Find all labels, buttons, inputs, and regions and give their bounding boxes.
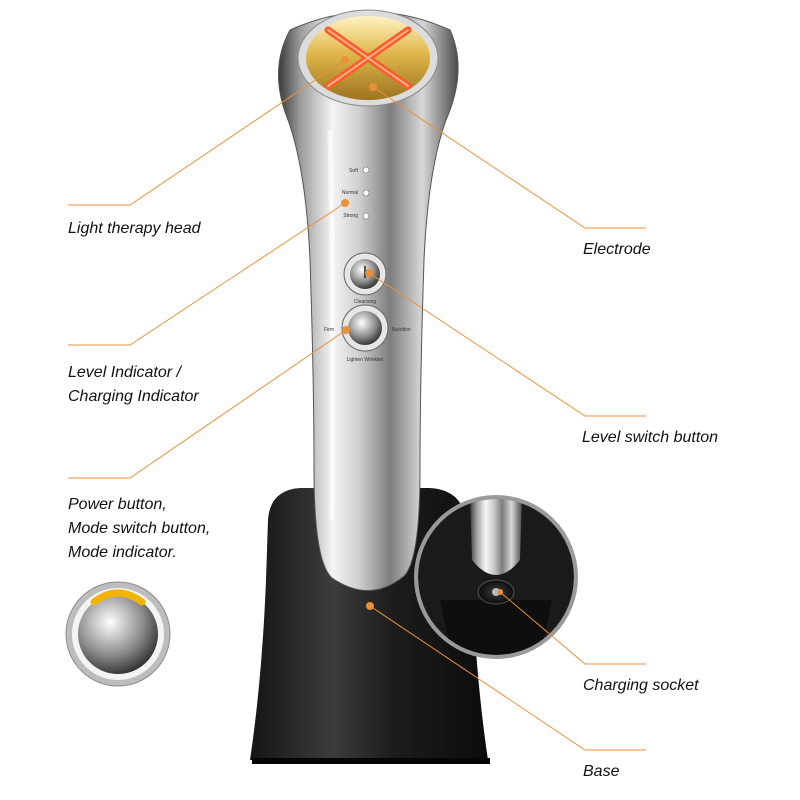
charging-socket-closeup (414, 495, 578, 659)
level-normal-label: Normal (342, 190, 358, 196)
light-therapy-head (297, 9, 439, 107)
leader-charging-socket (499, 591, 646, 665)
power-mode-button[interactable]: Firm Nutrition Lighten Wrinkles (324, 304, 411, 363)
nutrition-label: Nutrition (392, 327, 411, 333)
label-base: Base (583, 763, 620, 780)
leader-base (369, 605, 646, 751)
leader-level-switch (368, 272, 646, 417)
power-button-closeup (65, 581, 171, 687)
leader-electrode (372, 86, 646, 229)
label-power-line3: Mode indicator. (68, 544, 177, 561)
level-indicator: Soft Normal Strong (342, 166, 370, 220)
device-body (278, 11, 459, 591)
cleansing-label: Cleansing (354, 299, 376, 305)
label-level-indicator: Level Indicator / Charging Indicator (68, 361, 199, 409)
leader-light-therapy-head (68, 59, 346, 206)
label-level-indicator-line1: Level Indicator / (68, 364, 181, 381)
label-level-indicator-line2: Charging Indicator (68, 388, 199, 405)
label-electrode: Electrode (583, 241, 651, 258)
leader-lines (68, 59, 646, 751)
label-power-button: Power button, Mode switch button, Mode i… (68, 493, 210, 565)
level-switch-button[interactable]: Cleansing (343, 252, 387, 305)
label-light-therapy-head: Light therapy head (68, 220, 201, 237)
label-power-line2: Mode switch button, (68, 520, 211, 537)
level-soft-label: Soft (349, 168, 359, 174)
leader-level-indicator (68, 202, 346, 346)
lighten-wrinkles-label: Lighten Wrinkles (347, 357, 384, 363)
level-strong-label: Strong (343, 213, 358, 219)
leader-dots (341, 56, 503, 610)
label-level-switch-button: Level switch button (582, 429, 719, 446)
leader-power-button (68, 329, 347, 479)
label-power-line1: Power button, (68, 496, 167, 513)
firm-label: Firm (324, 327, 334, 333)
label-charging-socket: Charging socket (583, 677, 699, 694)
